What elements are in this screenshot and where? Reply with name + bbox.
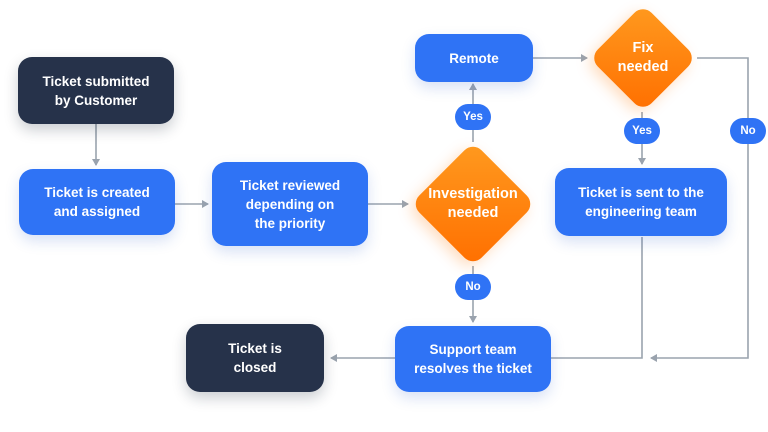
node-ticket-reviewed: Ticket reviewed depending on the priorit… xyxy=(212,162,368,246)
node-remote: Remote xyxy=(415,34,533,82)
node-engineering-team: Ticket is sent to the engineering team xyxy=(555,168,727,236)
label-yes-fix: Yes xyxy=(624,118,660,144)
label-no-fix: No xyxy=(730,118,766,144)
arrow-engineering-to-support xyxy=(551,237,643,359)
node-ticket-closed: Ticket is closed xyxy=(186,324,324,392)
decision-fix-label: Fix needed xyxy=(617,40,669,75)
arrow-fix-no-to-support xyxy=(650,57,749,362)
node-ticket-created: Ticket is created and assigned xyxy=(19,169,175,235)
label-yes-investigation: Yes xyxy=(455,104,491,130)
label-no-investigation: No xyxy=(455,274,491,300)
node-ticket-submitted: Ticket submitted by Customer xyxy=(18,57,174,124)
decision-investigation-needed: Investigation needed xyxy=(410,141,536,267)
node-support-team: Support team resolves the ticket xyxy=(395,326,551,392)
decision-fix-needed: Fix needed xyxy=(589,4,697,112)
decision-investigation-label: Investigation needed xyxy=(428,186,518,221)
